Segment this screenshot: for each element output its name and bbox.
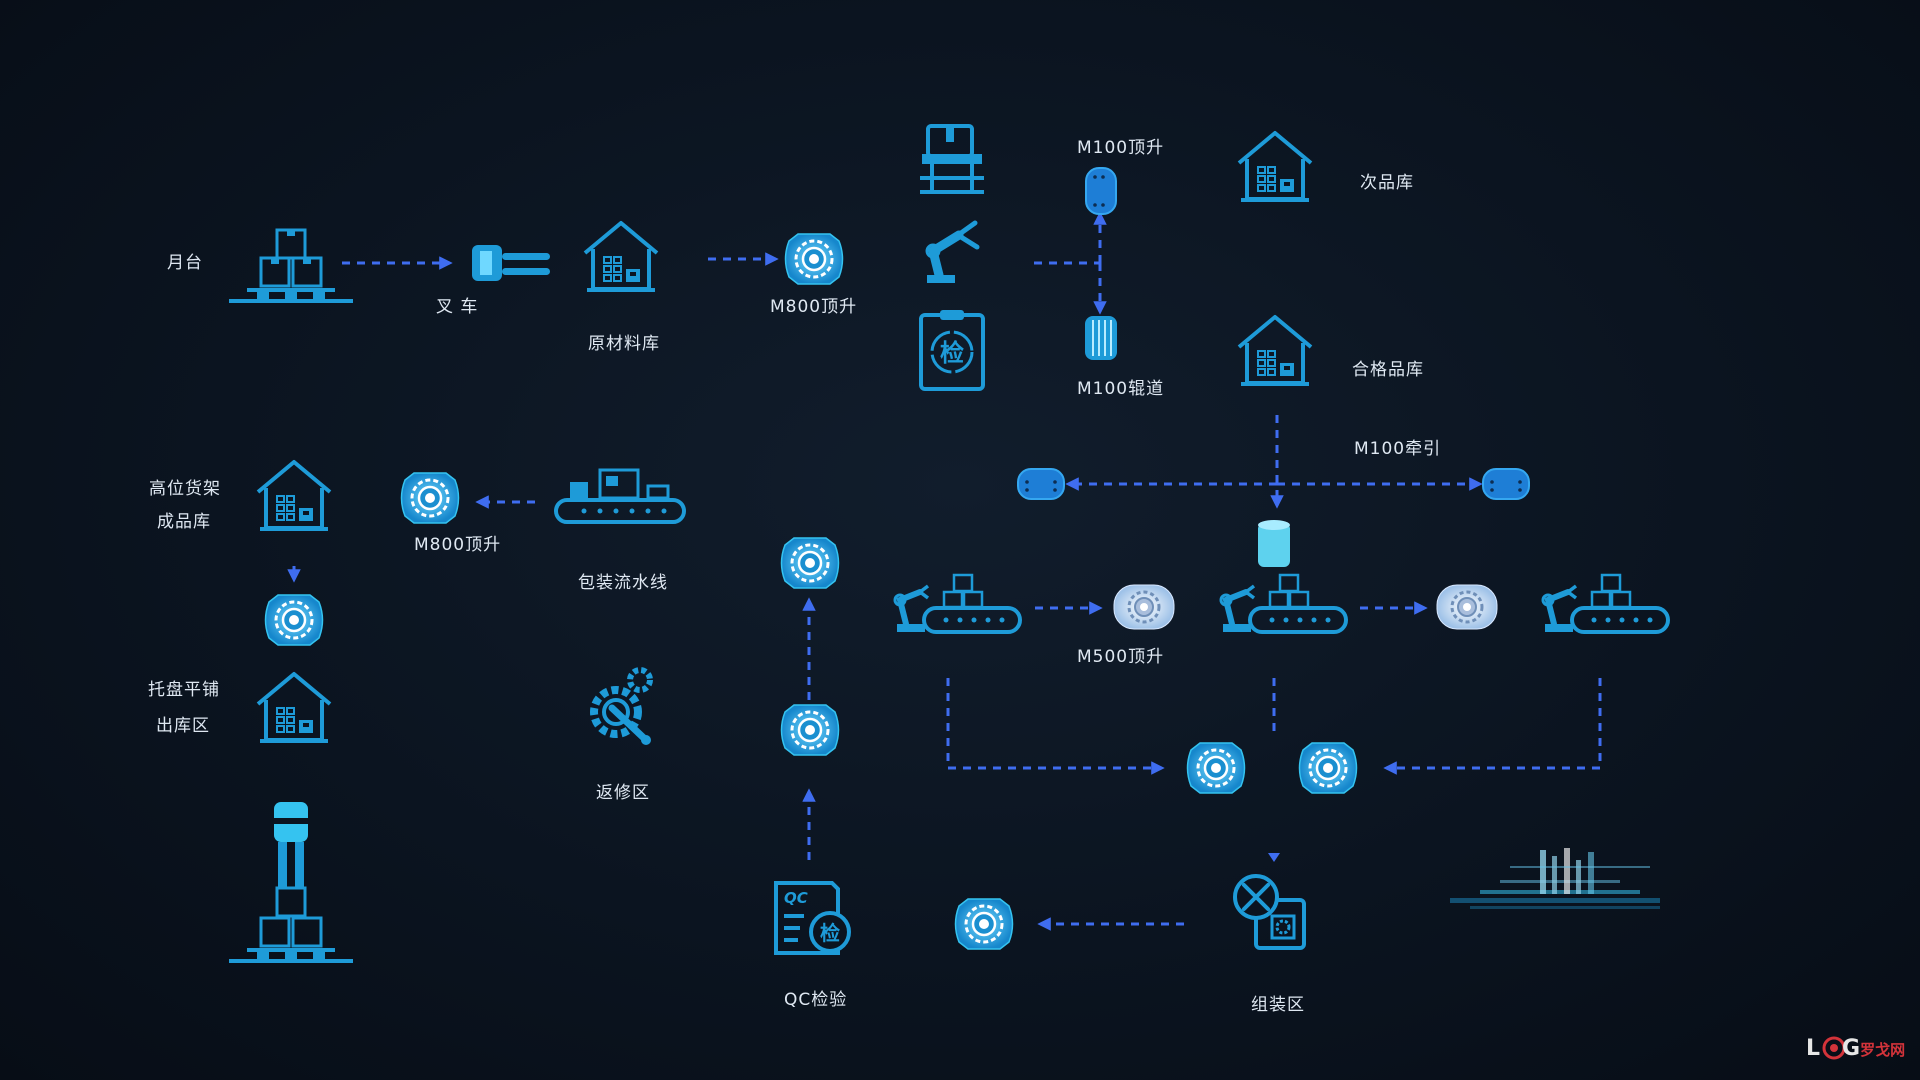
qc-inspect-char: 检 [820, 921, 840, 945]
watermark-prefix: L [1806, 1036, 1821, 1061]
m800-robot-icon-3 [264, 593, 324, 647]
m500-robot-icon-1 [1112, 583, 1176, 631]
high-shelf-warehouse-icon [256, 460, 332, 531]
label-repair-area: 返修区 [596, 783, 650, 803]
station-3-icon [1543, 575, 1668, 632]
m100-tow-right-icon [1482, 468, 1530, 500]
arrow-station3-to-assembly-robot [1383, 678, 1602, 775]
m100-roller-icon [1085, 316, 1117, 360]
arrow-station1-to-assembly-robot [946, 678, 1165, 775]
m800-robot-icon-2 [400, 471, 460, 525]
station-1-icon [895, 575, 1020, 632]
label-m500-lift: M500顶升 [1077, 647, 1165, 667]
m800-robot-icon-8 [954, 897, 1014, 951]
glitch-decoration [1450, 848, 1660, 909]
forklift-icon [472, 245, 550, 281]
defect-warehouse-icon [1237, 131, 1313, 202]
m800-robot-icon-5 [780, 703, 840, 757]
cylinder-robot-icon [1258, 520, 1290, 567]
outbound-warehouse-icon [256, 672, 332, 743]
qc-inspection-icon: QC 检 [774, 881, 851, 955]
label-defect-warehouse: 次品库 [1360, 173, 1414, 193]
m800-robot-icon-7 [1298, 741, 1358, 795]
label-packing-line: 包装流水线 [578, 573, 668, 593]
connector-lines [287, 211, 1602, 931]
pallet-boxes-icon [227, 228, 355, 303]
m100-lift-capsule-icon [1085, 167, 1117, 215]
label-qualified-warehouse: 合格品库 [1352, 360, 1424, 380]
label-m800-top-1: M800顶升 [770, 297, 858, 317]
station-2-icon [1221, 575, 1346, 632]
m800-robot-icon-6 [1186, 741, 1246, 795]
label-m800-top-2: M800顶升 [414, 535, 502, 555]
pallet-lift-robot-icon [229, 802, 353, 963]
repair-gear-icon [590, 667, 653, 745]
label-assembly-area: 组装区 [1251, 995, 1305, 1015]
arrow-into-assembly [1268, 853, 1280, 862]
robot-arm-icon [925, 220, 980, 283]
label-finished-warehouse: 成品库 [157, 512, 211, 532]
m100-tow-left-icon [1017, 468, 1065, 500]
m500-robot-icon-2 [1435, 583, 1499, 631]
label-outbound-area: 出库区 [156, 716, 210, 736]
raw-warehouse-icon [583, 221, 659, 292]
qualified-warehouse-icon [1237, 315, 1313, 386]
packing-line-icon [554, 468, 686, 524]
lift-machine-icon [920, 124, 984, 194]
label-raw-warehouse: 原材料库 [588, 334, 660, 354]
label-qc-inspection: QC检验 [784, 990, 848, 1010]
label-forklift: 叉 车 [436, 297, 479, 317]
watermark-cn: 罗戈网 [1860, 1041, 1906, 1059]
inspection-clipboard-icon: 检 [919, 310, 985, 391]
label-m100-roller: M100辊道 [1077, 379, 1165, 399]
label-m100-lift: M100顶升 [1077, 138, 1165, 158]
inspect-char: 检 [940, 339, 964, 367]
watermark-suffix: G [1842, 1036, 1861, 1061]
label-pallet-flat: 托盘平铺 [148, 680, 220, 700]
label-m100-tow: M100牵引 [1354, 439, 1442, 459]
m800-robot-icon-4 [780, 536, 840, 590]
label-yuetai: 月台 [167, 253, 203, 273]
assembly-icon [1233, 874, 1306, 950]
label-high-shelf: 高位货架 [149, 479, 221, 499]
m800-robot-icon-1 [784, 232, 844, 286]
watermark-logo-icon [1822, 1036, 1846, 1060]
qc-char: QC [784, 889, 808, 907]
